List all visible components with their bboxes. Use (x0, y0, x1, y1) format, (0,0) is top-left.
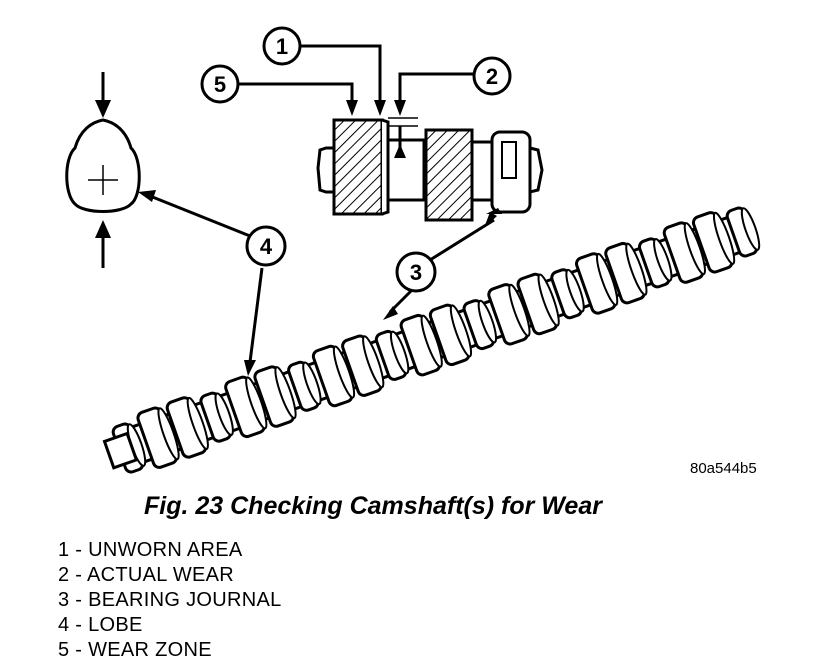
camshaft-segment (725, 206, 761, 258)
callout-5: 5 (200, 64, 240, 104)
camshaft-wear-diagram: 1 2 3 4 5 80a544b5 (65, 26, 761, 477)
svg-text:4: 4 (260, 234, 273, 259)
callout-2: 2 (472, 56, 512, 96)
legend-item-unworn-area: 1 - UNWORN AREA (58, 539, 243, 561)
legend-item-lobe: 4 - LOBE (58, 614, 143, 636)
camshaft-segment (224, 375, 268, 439)
camshaft-segment (575, 252, 619, 315)
lobe-cross-section (65, 72, 141, 268)
camshaft-segment (516, 272, 560, 336)
legend-item-wear-zone: 5 - WEAR ZONE (58, 639, 212, 661)
camshaft-segment (550, 268, 585, 320)
camshaft-segment (399, 313, 443, 377)
camshaft-segment (199, 391, 234, 443)
camshaft-segment (136, 406, 180, 469)
legend-item-actual-wear: 2 - ACTUAL WEAR (58, 564, 235, 586)
callout-4: 4 (245, 225, 287, 267)
svg-text:5: 5 (214, 72, 226, 97)
camshaft-segment (374, 329, 410, 381)
leader-lines (149, 44, 495, 363)
journal-detail (316, 117, 544, 222)
legend-item-bearing-journal: 3 - BEARING JOURNAL (58, 589, 282, 611)
callout-3: 3 (395, 251, 437, 293)
svg-text:1: 1 (276, 34, 288, 59)
svg-text:3: 3 (410, 260, 422, 285)
camshaft-segment (604, 241, 648, 305)
camshaft-segment (487, 283, 531, 346)
image-code: 80a544b5 (690, 460, 757, 477)
camshaft-segment (462, 299, 498, 351)
camshaft-segment (637, 237, 673, 289)
camshaft-segment (165, 396, 209, 459)
camshaft (102, 206, 761, 474)
camshaft-segment (428, 303, 473, 367)
camshaft-segment (253, 365, 297, 428)
callout-1: 1 (262, 26, 302, 66)
svg-text:2: 2 (486, 64, 498, 89)
camshaft-segment (662, 221, 706, 284)
figure-caption: Fig. 23 Checking Camshaft(s) for Wear (144, 492, 602, 520)
leader-arrowheads (138, 100, 502, 376)
camshaft-segment (691, 211, 736, 274)
legend: 1 - UNWORN AREA 2 - ACTUAL WEAR 3 - BEAR… (58, 538, 282, 663)
camshaft-segment (287, 360, 322, 412)
camshaft-segment (341, 334, 385, 397)
camshaft-segment (311, 344, 356, 408)
camshaft-nose (102, 431, 139, 470)
